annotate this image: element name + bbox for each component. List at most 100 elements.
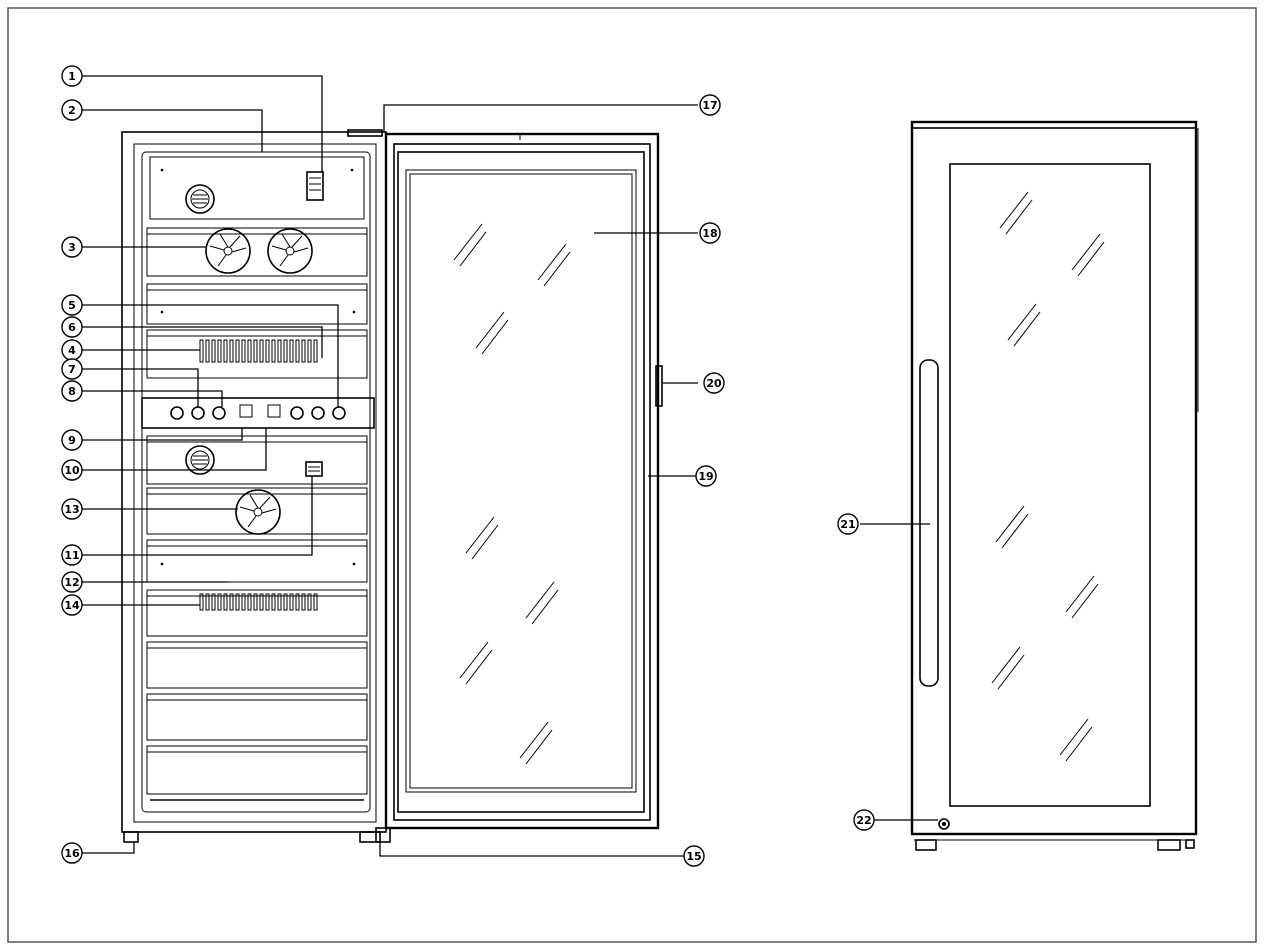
fin [265, 339, 270, 363]
callout-1: 1 [61, 65, 83, 87]
callout-7: 7 [61, 358, 83, 380]
callout-label: 14 [64, 599, 80, 612]
callout-label: 9 [68, 434, 76, 447]
lamp-unit-top [306, 171, 324, 201]
callout-label: 7 [68, 363, 76, 376]
fin [235, 339, 240, 363]
fin [229, 593, 234, 611]
callout-22: 22 [853, 809, 875, 831]
fin [217, 339, 222, 363]
glass-mark [1071, 583, 1099, 619]
glass-mark [995, 505, 1025, 543]
callout-label: 22 [856, 814, 871, 827]
fin [277, 593, 282, 611]
fin [211, 339, 216, 363]
lower-evaporator [199, 593, 318, 611]
fin [205, 339, 210, 363]
fin [295, 339, 300, 363]
upper-fans [205, 228, 313, 274]
callout-18: 18 [699, 222, 721, 244]
glass-mark [991, 646, 1021, 684]
left-foot [123, 831, 139, 843]
glass-mark [1065, 726, 1093, 762]
top-unit [149, 156, 365, 220]
fin [199, 593, 204, 611]
glass-mark [475, 311, 505, 349]
fin [247, 339, 252, 363]
callout-11: 11 [61, 544, 83, 566]
fin [259, 339, 264, 363]
fin [301, 593, 306, 611]
fin [223, 339, 228, 363]
fin [277, 339, 282, 363]
glass-mark [999, 191, 1029, 229]
callout-label: 12 [64, 576, 79, 589]
glass-mark [465, 516, 495, 554]
fin [205, 593, 210, 611]
fin [271, 593, 276, 611]
glass-mark [537, 243, 567, 281]
callout-label: 4 [68, 344, 76, 357]
glass-mark [1077, 241, 1105, 277]
glass-mark [1059, 718, 1089, 756]
callout-3: 3 [61, 236, 83, 258]
door-lock [938, 818, 950, 830]
glass-mark [453, 223, 483, 261]
callout-label: 19 [698, 470, 713, 483]
fin [217, 593, 222, 611]
fin [253, 339, 258, 363]
fin [301, 339, 306, 363]
door-handle [919, 359, 939, 687]
fin [313, 339, 318, 363]
fin [253, 593, 258, 611]
glass-mark [525, 729, 553, 765]
glass-mark [1007, 303, 1037, 341]
glass-mark [525, 581, 555, 619]
fin [241, 593, 246, 611]
callout-label: 18 [702, 227, 717, 240]
fin [283, 593, 288, 611]
fin [283, 339, 288, 363]
fin [265, 593, 270, 611]
callout-20: 20 [703, 372, 725, 394]
fin [229, 339, 234, 363]
callout-5: 5 [61, 294, 83, 316]
fin [271, 339, 276, 363]
fin [289, 339, 294, 363]
callout-label: 10 [64, 464, 80, 477]
open-cabinet [121, 131, 387, 843]
callout-17: 17 [699, 94, 721, 116]
glass-mark [459, 641, 489, 679]
glass-mark [531, 589, 559, 625]
shelves [146, 227, 368, 801]
callout-label: 2 [68, 104, 76, 117]
callout-label: 21 [840, 518, 855, 531]
glass-mark [997, 654, 1025, 690]
callout-label: 6 [68, 321, 76, 334]
closed-unit [910, 120, 1199, 851]
glass-mark [481, 319, 509, 355]
fin [259, 593, 264, 611]
callout-label: 8 [68, 385, 76, 398]
fin [307, 339, 312, 363]
glass-mark [465, 649, 493, 685]
callout-label: 3 [68, 241, 76, 254]
control-panel [141, 397, 375, 429]
glass-mark [459, 231, 487, 267]
fin [313, 593, 318, 611]
glass-mark [471, 524, 499, 560]
fin [199, 339, 204, 363]
callout-10: 10 [61, 459, 83, 481]
callout-8: 8 [61, 380, 83, 402]
callout-9: 9 [61, 429, 83, 451]
glass-reflections [453, 191, 1105, 765]
callout-12: 12 [61, 571, 83, 593]
callout-label: 1 [68, 70, 76, 83]
callout-2: 2 [61, 99, 83, 121]
callout-4: 4 [61, 339, 83, 361]
fin [307, 593, 312, 611]
callout-label: 15 [686, 850, 701, 863]
